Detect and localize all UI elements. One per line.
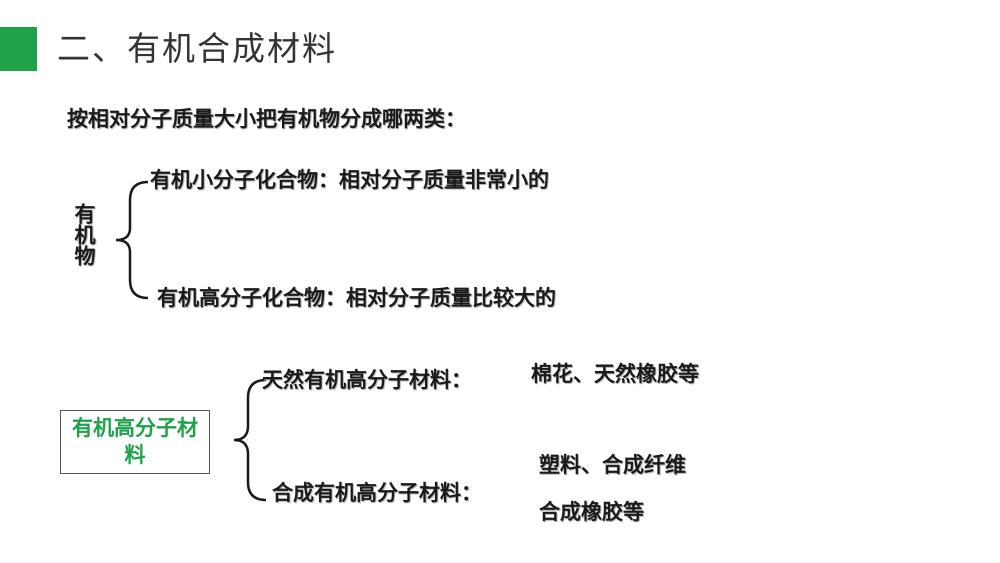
natural-polymer-examples: 棉花、天然橡胶等 xyxy=(531,362,699,386)
natural-polymer-label: 天然有机高分子材料： xyxy=(262,368,472,392)
polymer-material-box-label: 有机高分子材料 xyxy=(72,416,198,467)
polymer-material-brace xyxy=(233,378,267,502)
synthetic-polymer-examples-1: 塑料、合成纤维 xyxy=(539,453,686,477)
synthetic-polymer-label: 合成有机高分子材料： xyxy=(272,481,482,505)
synthetic-polymer-examples-2: 合成橡胶等 xyxy=(539,500,644,524)
organic-classification-brace xyxy=(115,180,149,300)
polymer-material-box: 有机高分子材料 xyxy=(60,410,210,474)
question-text: 按相对分子质量大小把有机物分成哪两类： xyxy=(67,107,466,131)
small-molecule-definition: 有机小分子化合物：相对分子质量非常小的 xyxy=(150,168,549,192)
slide-title: 二、有机合成材料 xyxy=(57,29,337,68)
title-accent-bar xyxy=(0,27,37,71)
organic-compound-label: 有机物 xyxy=(72,203,96,266)
high-molecule-definition: 有机高分子化合物：相对分子质量比较大的 xyxy=(157,286,556,310)
